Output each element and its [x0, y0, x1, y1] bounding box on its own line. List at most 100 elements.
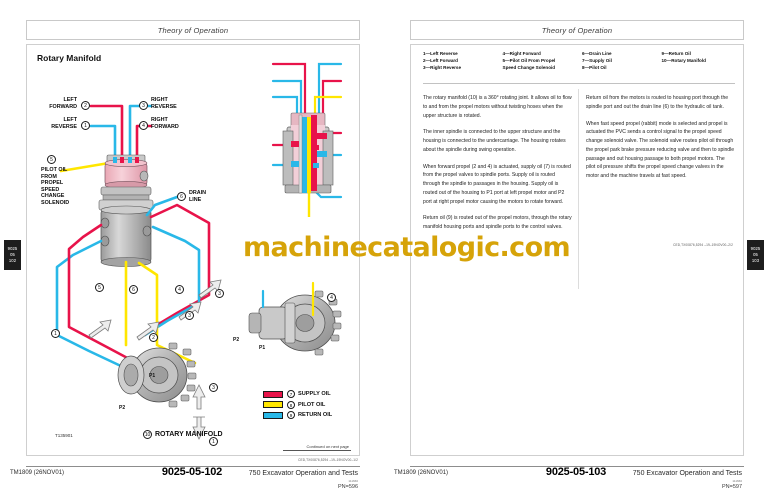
manifold-head	[104, 154, 149, 189]
key-item: 10—Rotary Manifold	[661, 57, 706, 63]
header-title-right: Theory of Operation	[541, 25, 613, 35]
bubble-5: 5	[47, 155, 56, 164]
paragraph: Return oil (9) is routed out of the prop…	[423, 215, 572, 231]
bubble-1: 1	[81, 121, 90, 130]
footer-title-left: 750 Excavator Operation and Tests	[248, 470, 358, 477]
bubble-2: 2	[81, 101, 90, 110]
bubble-4c: 4	[327, 293, 336, 302]
side-tab-right-line-3: 103	[751, 258, 760, 264]
header-title: Theory of Operation	[157, 25, 229, 35]
left-propel-motor	[117, 342, 197, 408]
left-content-frame: Rotary Manifold	[26, 44, 360, 456]
bubble-3c: 3	[215, 289, 224, 298]
body-column-right: Return oil from the motors is routed to …	[586, 89, 735, 240]
key-list-rule	[423, 83, 735, 84]
legend-label-supply-oil: SUPPLY OIL	[298, 391, 331, 397]
doc-code-right: CED,TX00876,5294 –19–19NOV00–2/2	[673, 243, 733, 247]
footer-pn-left: PN=596	[337, 484, 358, 490]
side-tab-right-line-2: 05	[753, 251, 758, 257]
manifold-caption: 10 ROTARY MANIFOLD	[143, 430, 223, 439]
footer-page-code-right: 9025-05-103	[545, 466, 607, 478]
key-column-1: 1—Left Reverse 2—Left Forward 3—Right Re…	[423, 51, 497, 72]
paragraph: Return oil from the motors is routed to …	[586, 95, 729, 110]
page-header-left: Theory of Operation	[26, 20, 360, 40]
key-item: 2—Left Forward	[423, 57, 458, 63]
side-tab-line-1: 9025	[7, 245, 18, 251]
port-label-p2-left: P2	[119, 405, 126, 411]
bubble-1c: 1	[209, 437, 218, 446]
key-item: 3—Right Reverse	[423, 64, 462, 70]
bubble-1b: 1	[51, 329, 60, 338]
key-item: 8—Pilot Oil	[582, 64, 607, 70]
right-propel-motor	[248, 290, 342, 356]
paragraph: When fast speed propel (rabbit) mode is …	[586, 120, 735, 180]
paragraph: The inner spindle is connected to the up…	[423, 129, 566, 153]
legend-bubble-8: 8	[287, 400, 295, 409]
component-key-list: 1—Left Reverse 2—Left Forward 3—Right Re…	[423, 51, 735, 72]
manifold-cross-section	[271, 62, 343, 217]
bubble-2b: 2	[149, 333, 158, 342]
footer-tiny-left: 111660	[348, 479, 358, 483]
footer-page-code-left: 9025-05-102	[161, 466, 223, 478]
legend-row: 9 RETURN OIL	[263, 411, 332, 419]
key-item: 1—Left Reverse	[423, 51, 458, 56]
key-item: 4—Right Forward	[502, 51, 541, 56]
paragraph: When forward propel (2 and 4) is actuate…	[423, 163, 571, 205]
body-columns: The rotary manifold (10) is a 360° rotat…	[423, 89, 735, 240]
return-oil-swatch	[263, 411, 283, 419]
legend-label-return-oil: RETURN OIL	[298, 412, 333, 418]
doc-code-left: CED,TX00876,5294 –19–19NOV00–1/2	[298, 458, 358, 462]
footer-rule-left	[26, 466, 360, 467]
key-column-3: 6—Drain Line 7—Supply Oil 8—Pilot Oil	[582, 51, 656, 72]
side-tab-right: 9025 05 103	[747, 240, 764, 270]
page-header-right: Theory of Operation	[410, 20, 744, 40]
key-item: 6—Drain Line	[582, 51, 612, 56]
manifold-caption-bubble: 10	[143, 430, 152, 439]
bubble-3d: 3	[209, 383, 218, 392]
bubble-3: 3	[139, 101, 148, 110]
footer-tiny-right: 111660	[732, 479, 742, 483]
footer-manual-left: TM1809 (26NOV01)	[10, 470, 65, 476]
legend-bubble-7: 7	[287, 390, 295, 398]
legend-row: 8 PILOT OIL	[263, 400, 332, 409]
side-tab-line-3: 102	[8, 258, 17, 264]
manifold-body	[98, 186, 154, 267]
page-title: Rotary Manifold	[37, 53, 102, 63]
continued-rule	[283, 450, 351, 451]
paragraph: The rotary manifold (10) is a 360° rotat…	[423, 95, 572, 119]
bubble-4b: 4	[175, 285, 184, 294]
footer-pn-right: PN=597	[721, 484, 742, 490]
side-tab-line-2: 05	[10, 251, 15, 257]
body-column-left: The rotary manifold (10) is a 360° rotat…	[423, 89, 572, 240]
port-label-p1-left: P1	[149, 373, 156, 379]
key-item: 5—Pilot Oil From Propel	[502, 57, 556, 63]
diagram-artwork	[55, 62, 343, 440]
footer-manual-right: TM1809 (26NOV01)	[394, 470, 449, 476]
right-page: Theory of Operation 9025 05 103 1—Left R…	[384, 0, 768, 497]
column-divider	[578, 89, 579, 289]
legend-label-pilot-oil: PILOT OIL	[298, 401, 326, 408]
bubble-4: 4	[139, 121, 148, 130]
pilot-oil-swatch	[263, 401, 283, 408]
bubble-3b: 3	[185, 311, 194, 320]
bubble-6: 6	[177, 192, 186, 201]
bubble-5b: 5	[95, 283, 104, 292]
left-page: Theory of Operation 9025 05 102 Rotary M…	[4, 20, 360, 490]
key-item: 9—Return Oil	[661, 51, 691, 56]
key-column-4: 9—Return Oil 10—Rotary Manifold	[662, 51, 736, 72]
port-label-p2-right: P2	[233, 337, 240, 343]
right-content-frame: 1—Left Reverse 2—Left Forward 3—Right Re…	[410, 44, 744, 456]
supply-oil-swatch	[263, 390, 283, 398]
key-column-2: 4—Right Forward 5—Pilot Oil From Propel …	[503, 51, 577, 72]
oil-color-legend: 7 SUPPLY OIL 8 PILOT OIL 9 RETURN OIL	[263, 390, 332, 422]
key-item: Speed Change Solenoid	[502, 64, 556, 70]
key-item: 7—Supply Oil	[582, 57, 612, 63]
footer-rule-right	[410, 466, 744, 467]
